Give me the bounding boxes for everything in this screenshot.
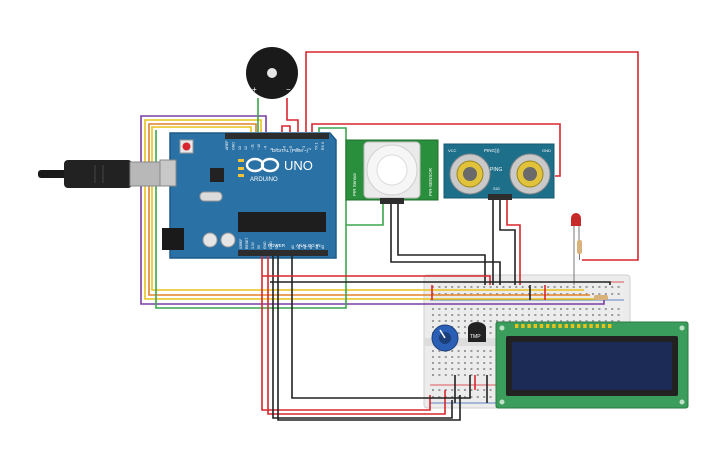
temp-sensor: TMP <box>468 322 486 342</box>
arduino-analog-pin-label: A2 <box>303 245 307 249</box>
pir-sensor: PIR Sensor PIR-SENSOR <box>345 139 439 204</box>
arduino-analog-pin-label: A3 <box>309 245 313 249</box>
lcd-pin <box>601 324 606 328</box>
lcd-pin <box>564 324 568 328</box>
lcd-pin <box>539 324 544 328</box>
lcd-pins <box>515 324 612 328</box>
lcd-pin <box>608 324 612 328</box>
arduino-top-pin-label: ~11 <box>251 144 255 150</box>
lcd-pin <box>583 324 587 328</box>
arduino-model-text: UNO <box>284 158 313 173</box>
lcd-pin <box>558 324 562 328</box>
arduino-top-pin-label: ~9 <box>263 146 267 150</box>
pir-wires <box>390 204 501 285</box>
arduino-top-pin-label: AREF <box>225 140 229 150</box>
analog-label: ANALOG IN <box>296 243 321 248</box>
power-wires <box>261 256 611 421</box>
lcd-pin <box>589 324 593 328</box>
arduino-power-pin-label: Vin <box>275 244 279 249</box>
arduino-top-pin-label: ~10 <box>257 144 261 150</box>
power-label: POWER <box>268 243 286 248</box>
led-icon <box>571 213 581 285</box>
ultrasonic-wires <box>492 200 521 285</box>
lcd-pin <box>570 324 575 328</box>
arduino-analog-pin-label: A4 <box>315 245 319 249</box>
ultrasonic-label-right: GND <box>542 148 551 153</box>
arduino-top-pin-label: 2 <box>308 148 312 150</box>
ultrasonic-sig-label: SIG <box>493 186 500 191</box>
arduino-top-pin-label: 12 <box>244 146 248 150</box>
arduino-top-pin-label: ~5 <box>289 146 293 150</box>
arduino-power-pin-label: 3.3V <box>251 241 255 249</box>
lcd-pin <box>552 324 556 328</box>
arduino-power-pin-label: GND <box>269 241 273 249</box>
temp-sensor-label: TMP <box>470 334 481 340</box>
arduino-top-pin-label: TX 1 <box>315 142 319 150</box>
pir-side-right: PIR-SENSOR <box>428 167 433 196</box>
ultrasonic-sensor: PING))) PING VCC GND SIG <box>443 143 555 200</box>
red-wires-top <box>281 51 639 261</box>
lcd-pin <box>533 324 537 328</box>
ultrasonic-label-mid: PING <box>490 167 502 173</box>
arduino-top-pin-label: 4 <box>295 148 299 150</box>
digital-label: DIGITAL (PWM ~) <box>272 148 309 153</box>
arduino-top-pin-label: ~6 <box>283 146 287 150</box>
arduino-power-pin-label: GND <box>263 241 267 249</box>
ultrasonic-label-left: VCC <box>448 148 457 153</box>
signal-wires-left <box>140 115 605 309</box>
arduino-uno-board: ARDUINO UNO DIGITAL (PWM ~) POWER ANALOG… <box>159 132 337 259</box>
lcd-pin <box>595 324 599 328</box>
lcd-pin <box>527 324 531 328</box>
arduino-top-pin-label: 7 <box>276 148 280 150</box>
usb-cable-icon <box>38 160 173 188</box>
arduino-power-pin-label: 5V <box>257 244 261 249</box>
buzzer-icon: + − <box>246 47 298 99</box>
ultrasonic-top-text: PING))) <box>484 148 500 153</box>
lcd-display <box>495 321 689 409</box>
arduino-analog-pin-label: A0 <box>291 245 295 249</box>
arduino-analog-pin-label: A1 <box>297 245 301 249</box>
arduino-analog-pin-label: A5 <box>321 245 325 249</box>
buzzer-plus: + <box>252 85 257 94</box>
lcd-pin <box>546 324 550 328</box>
arduino-top-pin-label: ~3 <box>302 146 306 150</box>
lcd-pin <box>577 324 581 328</box>
potentiometer-icon <box>431 324 459 352</box>
buzzer-minus: − <box>286 85 291 94</box>
lcd-pin <box>521 324 525 328</box>
arduino-top-pin-label: 8 <box>270 148 274 150</box>
arduino-top-pin-label: GND <box>231 142 235 150</box>
arduino-top-pin-label: 13 <box>238 146 242 150</box>
arduino-logo-text: ARDUINO <box>250 177 278 183</box>
breadboard-jumpers <box>431 285 546 403</box>
lcd-pin <box>515 324 519 328</box>
arduino-power-pin-label: RESET <box>245 238 249 249</box>
pir-side-left: PIR Sensor <box>352 172 357 196</box>
arduino-logo-icon <box>245 157 280 173</box>
arduino-power-pin-label: IOREF <box>239 239 243 249</box>
resistor-icon <box>577 240 582 260</box>
buzzer-wires <box>257 98 299 132</box>
resistor-icon-2 <box>594 295 608 300</box>
arduino-top-pin-label: RX 0 <box>321 142 325 150</box>
